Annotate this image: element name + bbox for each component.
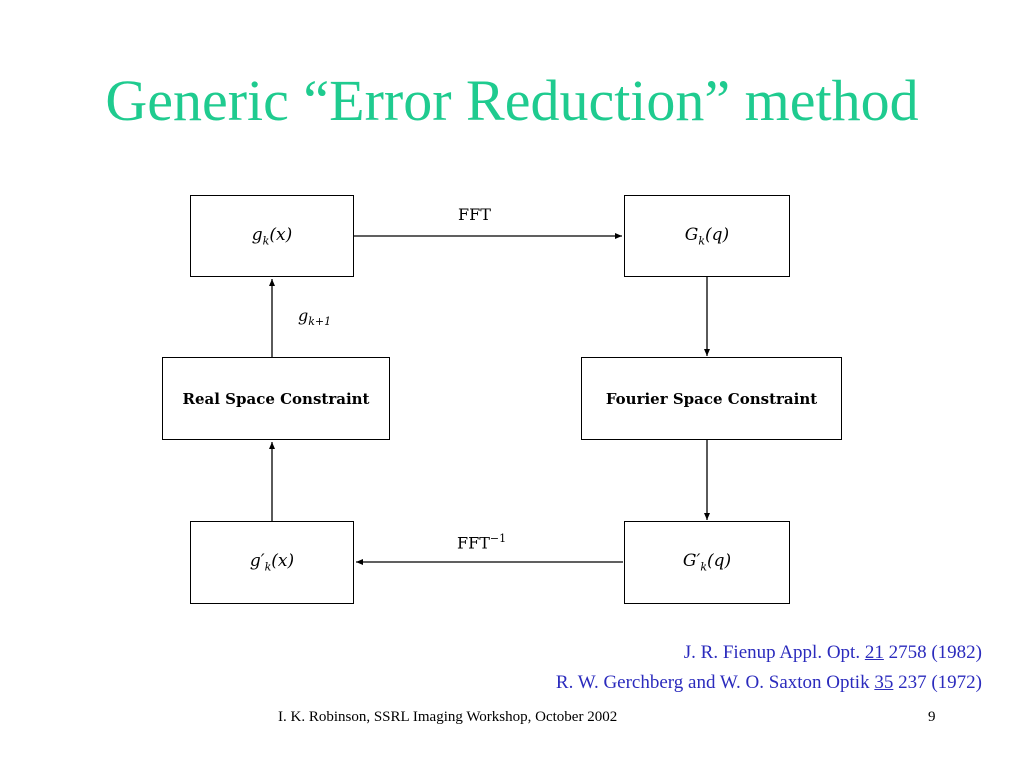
fourier-space-constraint-box: Fourier Space Constraint: [581, 357, 842, 440]
Gk-q-fn: G: [684, 224, 699, 245]
real-space-constraint-box: Real Space Constraint: [162, 357, 390, 440]
gk-plus-1-label: gk+1: [298, 306, 331, 328]
reference-gs-volume: 35: [874, 672, 894, 693]
gk-x-arg: (x): [269, 224, 293, 245]
gk-x-box: gk(x): [190, 195, 354, 277]
fft-label: FFT: [458, 205, 491, 224]
gk-x-fn: g: [251, 224, 263, 245]
gpk-x-fn: g: [249, 551, 261, 572]
Gk-q-arg: (q): [705, 224, 730, 245]
reference-gerchberg-saxton: R. W. Gerchberg and W. O. Saxton Optik 3…: [556, 672, 982, 694]
reference-gs-pre: R. W. Gerchberg and W. O. Saxton Optik: [555, 672, 875, 693]
real-space-constraint-label: Real Space Constraint: [182, 389, 370, 408]
ifft-label-sup: −1: [489, 532, 507, 545]
ifft-label-text: FFT: [457, 533, 490, 553]
Gpk-q-sub: k: [700, 560, 707, 574]
slide-title: Generic “Error Reduction” method: [105, 68, 919, 133]
reference-fienup: J. R. Fienup Appl. Opt. 21 2758 (1982): [684, 642, 982, 664]
Gpk-q-box: G′k(q): [624, 521, 790, 604]
gpk-x-prime: ′: [260, 551, 265, 572]
gpk-x-arg: (x): [271, 551, 295, 572]
Gpk-q-prime: ′: [696, 551, 701, 572]
Gpk-q-fn: G: [682, 551, 697, 572]
gpk-x-box: g′k(x): [190, 521, 354, 604]
reference-fienup-volume: 21: [864, 642, 884, 663]
ifft-label: FFT−1: [457, 532, 506, 552]
Gk-q-sub: k: [698, 234, 706, 248]
reference-gs-post: 237 (1972): [893, 672, 982, 693]
gk-plus-1-sub: k+1: [308, 315, 332, 329]
gk-x-sub: k: [262, 234, 270, 248]
footer-citation: I. K. Robinson, SSRL Imaging Workshop, O…: [278, 709, 618, 725]
reference-fienup-post: 2758 (1982): [883, 642, 982, 663]
Gk-q-box: Gk(q): [624, 195, 790, 277]
fourier-space-constraint-label: Fourier Space Constraint: [605, 389, 818, 408]
slide-number: 9: [928, 709, 936, 725]
gpk-x-sub: k: [264, 560, 272, 574]
Gpk-q-arg: (q): [706, 551, 732, 572]
gk-plus-1-fn: g: [298, 306, 309, 325]
reference-fienup-pre: J. R. Fienup Appl. Opt.: [683, 642, 865, 663]
